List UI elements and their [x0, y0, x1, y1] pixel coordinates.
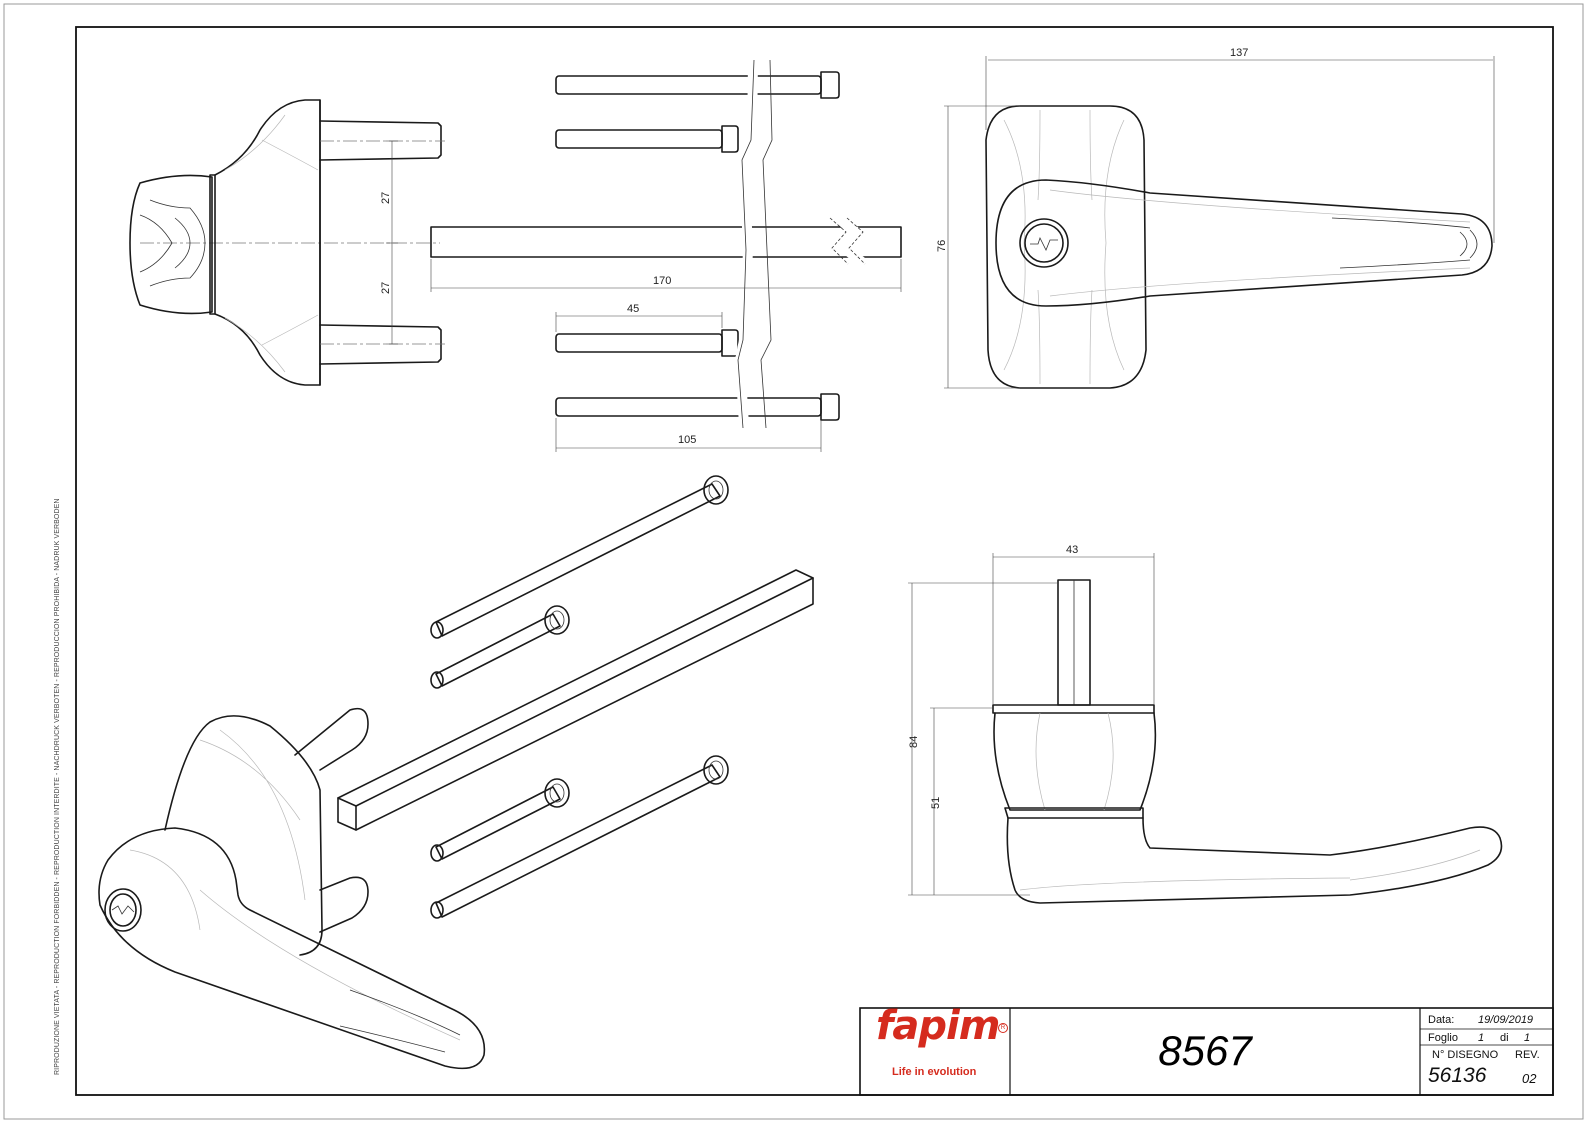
dim-pitch-top: 27	[380, 192, 392, 204]
dim-rose-width: 43	[1066, 544, 1078, 556]
sheet-total: 1	[1524, 1032, 1531, 1044]
sheet-number: 1	[1478, 1032, 1485, 1044]
side-profile-view: 43 84 51	[908, 544, 1503, 904]
product-code: 8567	[1158, 1027, 1252, 1074]
drawing-border	[75, 26, 1554, 1096]
date-value: 19/09/2019	[1478, 1014, 1534, 1026]
registered-mark-icon: R	[998, 1023, 1008, 1033]
dim-long-screw: 105	[678, 434, 696, 446]
reproduction-notice: RIPRODUZIONE VIETATA - REPRODUCTION FORB…	[54, 498, 61, 1075]
title-block-frame	[859, 1007, 1554, 1096]
brand-logo: fapim	[876, 1003, 1000, 1049]
sheet-label: Foglio	[1428, 1032, 1458, 1044]
dim-overall-height: 84	[908, 736, 920, 748]
screws-and-spindle: 170 45 105	[430, 59, 902, 452]
sheet-of: di	[1500, 1032, 1509, 1044]
dim-spindle-length: 170	[653, 275, 671, 287]
date-label: Data:	[1428, 1014, 1455, 1026]
revision-number: 02	[1522, 1071, 1537, 1086]
drawing-number: 56136	[1428, 1064, 1487, 1087]
isometric-view	[98, 475, 814, 1070]
dim-pitch-bottom: 27	[380, 282, 392, 294]
outer-frame	[3, 3, 1584, 1120]
dim-rose-height: 76	[936, 240, 948, 252]
dim-handle-length: 137	[1230, 47, 1248, 59]
side-view: 27 27	[129, 99, 445, 386]
drawing-number-label: N° DISEGNO	[1432, 1049, 1499, 1061]
front-view: 137 76	[936, 47, 1495, 389]
brand-tagline: Life in evolution	[892, 1066, 977, 1078]
dim-lever-height: 51	[930, 797, 942, 809]
revision-label: REV.	[1515, 1049, 1540, 1061]
dim-short-screw: 45	[627, 303, 639, 315]
